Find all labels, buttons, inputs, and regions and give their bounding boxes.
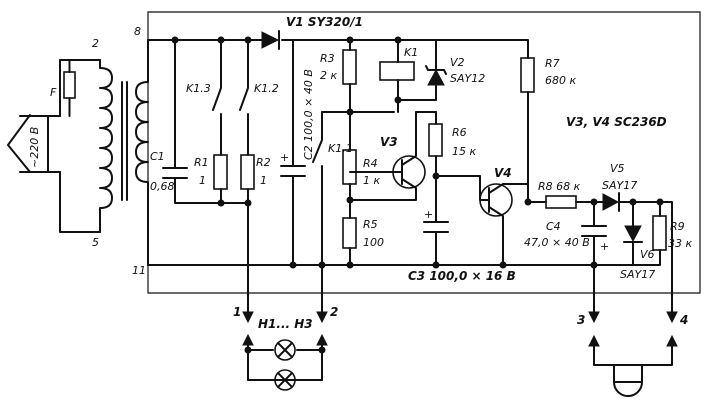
r9-value: 33 к bbox=[668, 237, 692, 250]
c1-value: 0,68 bbox=[150, 180, 175, 193]
diode-v1-label: V1 SY320/1 bbox=[286, 15, 363, 29]
transformer-pin-11: 11 bbox=[132, 264, 146, 277]
lamps-h1-h3: Н1... Н3 bbox=[242, 317, 328, 391]
diode-v6: V6 SAY17 bbox=[593, 201, 655, 281]
svg-text:+: + bbox=[280, 151, 289, 164]
mains-input: ~220 В bbox=[7, 59, 101, 233]
r7-value: 680 к bbox=[545, 74, 576, 87]
k12-label: K1.2 bbox=[254, 82, 279, 95]
resistor-r9: R9 33 к bbox=[632, 201, 692, 301]
resistor-r8: R8 68 к bbox=[527, 180, 604, 209]
r6-label: R6 bbox=[452, 126, 467, 139]
r3-value: 2 к bbox=[320, 69, 337, 82]
diode-v1: V1 SY320/1 bbox=[261, 15, 363, 50]
r4-value: 1 к bbox=[363, 174, 380, 187]
terminal-1: 1 bbox=[233, 299, 254, 324]
fuse-f: F bbox=[50, 59, 76, 117]
c3-label: C3 100,0 × 16 В bbox=[408, 269, 516, 283]
capacitor-c4: + C4 47,0 × 40 В bbox=[524, 201, 609, 301]
r2-value: 1 bbox=[260, 174, 267, 187]
v3-label: V3 bbox=[380, 135, 398, 149]
r8-label: R8 68 к bbox=[538, 180, 581, 193]
v6-label: V6 bbox=[640, 248, 655, 261]
terminal-4-label: 4 bbox=[679, 313, 688, 327]
v2-type: SAY12 bbox=[450, 72, 485, 85]
transistor-v3: V3 bbox=[349, 111, 426, 201]
v5-type: SAY17 bbox=[602, 179, 637, 192]
diode-v5: V5 SAY17 bbox=[602, 162, 661, 212]
terminal-2-label: 2 bbox=[330, 305, 338, 319]
transformer-pin-5: 5 bbox=[92, 236, 99, 249]
c4-label: C4 bbox=[546, 220, 561, 233]
c4-value: 47,0 × 40 В bbox=[524, 236, 590, 249]
transformer: 2 5 8 11 bbox=[92, 25, 149, 277]
mains-voltage-label: ~220 В bbox=[28, 127, 41, 168]
terminal-2: 2 bbox=[316, 299, 338, 324]
resistor-r1: R1 1 bbox=[194, 154, 228, 204]
r5-label: R5 bbox=[363, 218, 378, 231]
r6-value: 15 к bbox=[452, 145, 476, 158]
r4-label: R4 bbox=[363, 157, 378, 170]
k13-label: K1.3 bbox=[186, 82, 211, 95]
transformer-pin-8: 8 bbox=[134, 25, 141, 38]
terminal-4: 4 bbox=[666, 299, 688, 327]
lamps-label: Н1... Н3 bbox=[258, 317, 313, 331]
resistor-r6: R6 15 к bbox=[415, 111, 481, 177]
v2-label: V2 bbox=[450, 56, 465, 69]
r3-label: R3 bbox=[320, 52, 335, 65]
transformer-pin-2: 2 bbox=[92, 37, 99, 50]
c2-label: C2 100,0 × 40 В bbox=[302, 69, 315, 160]
v6-type: SAY17 bbox=[620, 268, 655, 281]
v4-label: V4 bbox=[494, 166, 512, 180]
relay-label: K1 bbox=[404, 46, 418, 59]
relay-k1: K1 bbox=[379, 39, 437, 113]
r5-value: 100 bbox=[363, 236, 384, 249]
fuse-label: F bbox=[50, 86, 57, 99]
contact-k1-3: K1.3 bbox=[186, 39, 222, 156]
k11-label: K1.1 bbox=[328, 142, 353, 155]
r9-label: R9 bbox=[670, 220, 685, 233]
terminal-1-label: 1 bbox=[233, 305, 241, 319]
buzzer-load bbox=[588, 334, 678, 397]
capacitor-c1: C1 0,68 bbox=[150, 150, 188, 193]
terminal-3-label: 3 bbox=[577, 313, 585, 327]
transistor-type-note: V3, V4 SC236D bbox=[566, 115, 667, 129]
contact-k1-2: K1.2 bbox=[239, 39, 279, 156]
svg-text:+: + bbox=[424, 208, 433, 221]
r1-label: R1 bbox=[194, 156, 209, 169]
divider-chain: R3 2 к R4 1 к R5 100 bbox=[320, 39, 384, 266]
capacitor-c2: + C2 100,0 × 40 В bbox=[280, 39, 315, 266]
junction-dots bbox=[171, 36, 664, 269]
transistor-v4: V4 bbox=[479, 166, 529, 266]
resistor-r7: R7 680 к bbox=[520, 57, 576, 203]
r7-label: R7 bbox=[545, 57, 560, 70]
r1-value: 1 bbox=[199, 174, 206, 187]
resistor-r2: R2 1 bbox=[240, 154, 271, 301]
contact-k1-1: K1.1 bbox=[312, 111, 395, 301]
v5-label: V5 bbox=[610, 162, 625, 175]
terminal-3: 3 bbox=[577, 299, 600, 327]
capacitor-c3: + C3 100,0 × 16 В bbox=[408, 175, 516, 283]
device-enclosure bbox=[147, 11, 701, 294]
svg-text:+: + bbox=[600, 240, 609, 253]
c1-label: C1 bbox=[150, 150, 165, 163]
zener-v2: V2 SAY12 bbox=[425, 56, 485, 86]
r2-label: R2 bbox=[256, 156, 271, 169]
